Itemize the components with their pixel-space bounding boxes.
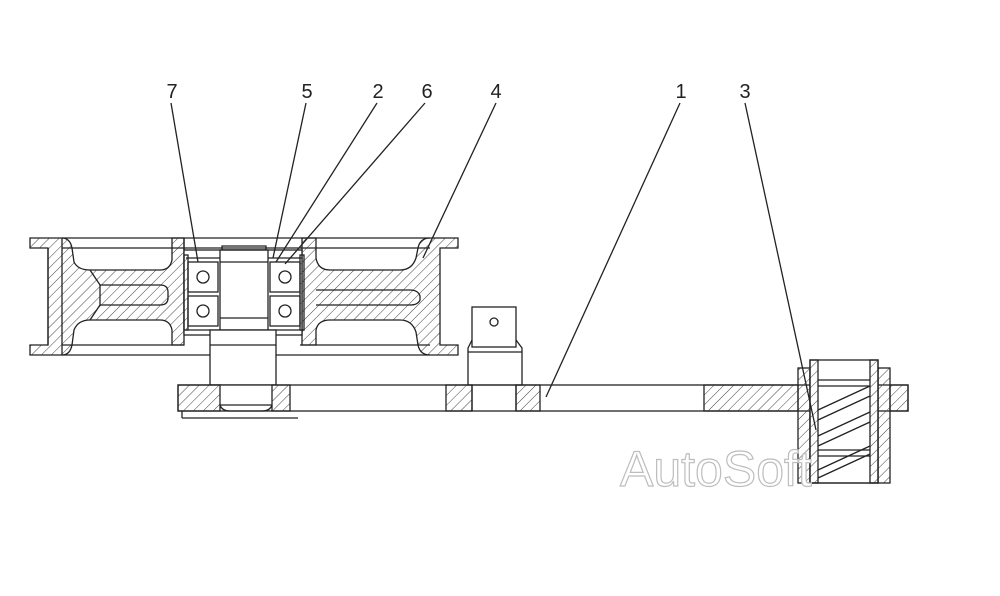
watermark-text: AutoSoft bbox=[620, 441, 812, 497]
callout-4: 4 bbox=[490, 81, 501, 103]
callout-2: 2 bbox=[372, 81, 383, 103]
bearing-assembly bbox=[183, 245, 305, 386]
callout-6: 6 bbox=[421, 81, 432, 103]
leader-lines bbox=[170, 102, 817, 431]
spring-coupling-part-3 bbox=[797, 359, 891, 484]
pulley-part-4 bbox=[29, 237, 459, 356]
callout-3: 3 bbox=[739, 81, 750, 103]
pin-post bbox=[467, 306, 523, 411]
callout-1: 1 bbox=[675, 81, 686, 103]
callout-7: 7 bbox=[166, 81, 177, 103]
callout-5: 5 bbox=[301, 81, 312, 103]
